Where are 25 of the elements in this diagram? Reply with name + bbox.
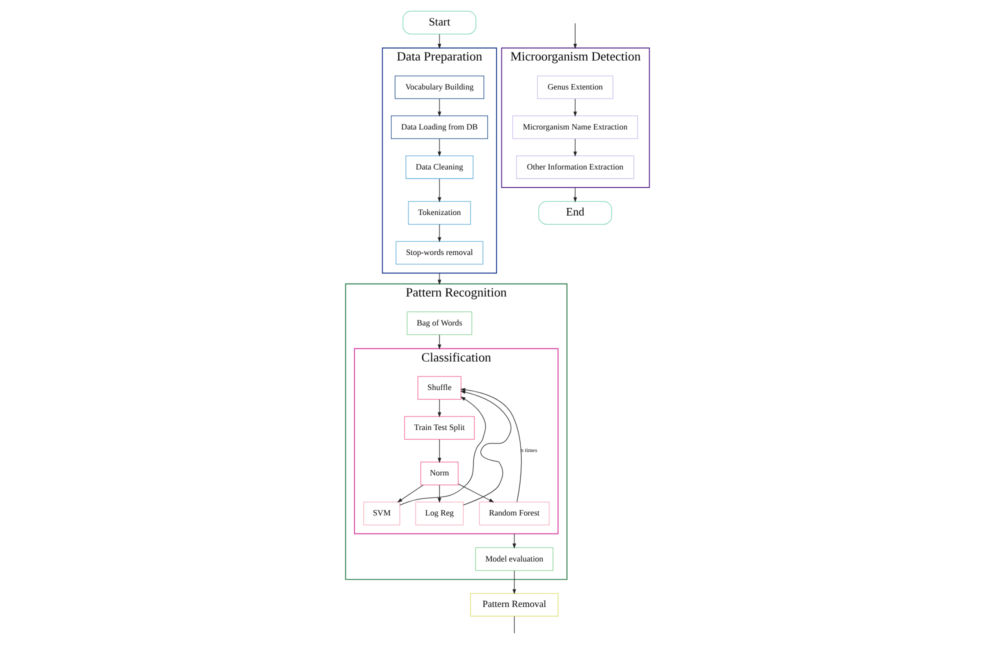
arrow: [437, 34, 441, 49]
arrow: [460, 390, 511, 506]
arrow: [437, 399, 441, 418]
arrow: [437, 334, 441, 350]
node-box: Start: [402, 10, 476, 34]
arrow: [437, 272, 441, 285]
arrow: [572, 187, 576, 202]
arrow: [572, 98, 576, 117]
arrow: [437, 439, 441, 464]
arrow: [396, 484, 423, 502]
arrow: [437, 138, 441, 157]
arrow: [458, 484, 494, 502]
arrow: [572, 22, 576, 49]
arrow: [437, 98, 441, 117]
arrow: [460, 388, 522, 502]
node-box: End: [538, 201, 612, 225]
arrow: [572, 138, 576, 157]
node-box: Pattern Removal: [470, 593, 558, 617]
arrow: [437, 484, 441, 503]
arrow: [399, 396, 486, 506]
arrow: [437, 224, 441, 242]
arrow: [512, 533, 516, 549]
connector: [513, 616, 514, 634]
arrow: [512, 570, 516, 594]
arrow: [437, 178, 441, 202]
